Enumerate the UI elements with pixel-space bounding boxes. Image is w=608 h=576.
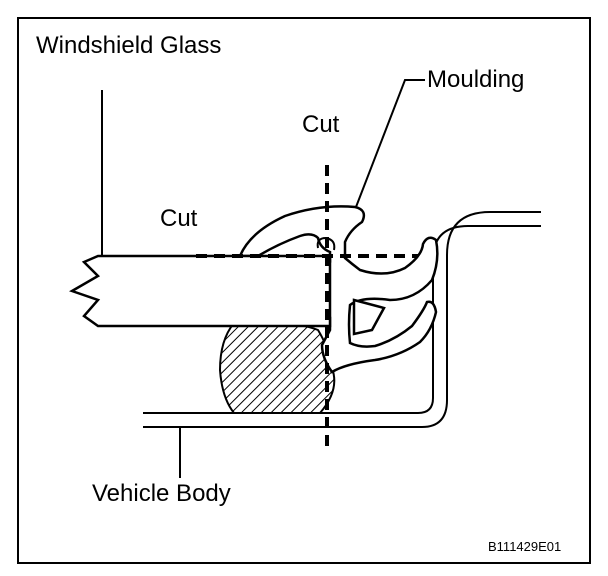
figure-code-label: B111429E01 xyxy=(488,539,562,554)
moulding xyxy=(238,205,439,374)
adhesive-hatched xyxy=(218,322,336,414)
windshield-glass-label: Windshield Glass xyxy=(36,32,222,59)
moulding-leader xyxy=(355,79,425,208)
moulding-clip-hole xyxy=(352,298,386,336)
vehicle-body-panel-inner xyxy=(143,225,541,414)
cut-left-label: Cut xyxy=(160,205,198,232)
figure-frame xyxy=(17,17,591,564)
moulding-label: Moulding xyxy=(427,66,525,93)
cut-upper-label: Cut xyxy=(302,111,340,138)
windshield-glass xyxy=(69,254,332,328)
vehicle-body-panel-outer xyxy=(143,211,541,428)
vehicle-body-label: Vehicle Body xyxy=(92,480,231,507)
